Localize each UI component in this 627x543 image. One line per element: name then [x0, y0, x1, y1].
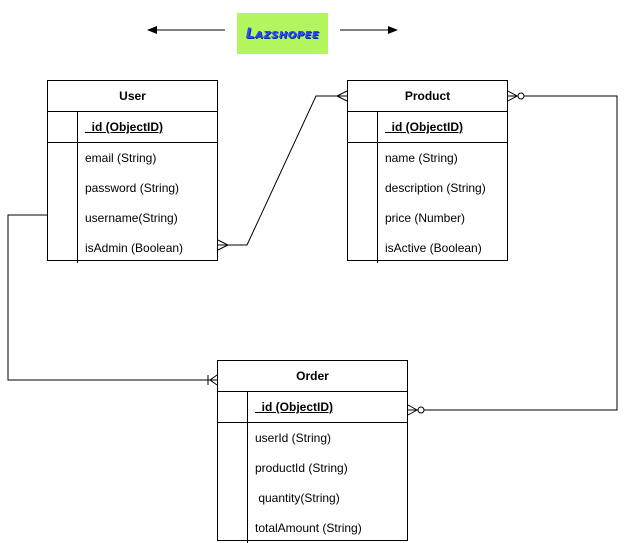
logo-text: Lazshopee — [245, 25, 320, 42]
field-price: price (Number) — [385, 211, 466, 225]
field-totalamount: totalAmount (String) — [255, 521, 362, 535]
user-product-relation — [217, 90, 348, 251]
field-isadmin: isAdmin (Boolean) — [85, 241, 184, 255]
entity-title: Product — [348, 81, 507, 112]
field-isactive: isActive (Boolean) — [385, 241, 482, 255]
field-name: name (String) — [385, 151, 458, 165]
primary-key-label: _id (ObjectID) — [255, 400, 334, 414]
field-productid: productId (String) — [255, 461, 348, 475]
field-email: email (String) — [85, 151, 157, 165]
primary-key-label: _id (ObjectID) — [85, 120, 164, 134]
primary-key-row: _id (ObjectID) — [48, 112, 217, 143]
field-userid: userId (String) — [255, 431, 332, 445]
entity-title: Order — [218, 361, 407, 392]
user-order-relation — [7, 214, 218, 386]
entity-user: User _id (ObjectID) email (String) passw… — [47, 80, 218, 263]
entity-product: Product _id (ObjectID) name (String) des… — [347, 80, 508, 263]
primary-key-label: _id (ObjectID) — [385, 120, 464, 134]
field-password: password (String) — [85, 181, 180, 195]
entity-order: Order _id (ObjectID) userId (String) pro… — [217, 360, 408, 543]
primary-key-row: _id (ObjectID) — [218, 392, 407, 423]
logo-banner: Lazshopee — [237, 13, 328, 54]
field-description: description (String) — [385, 181, 486, 195]
field-username: username(String) — [85, 211, 178, 225]
entity-title: User — [48, 81, 217, 112]
primary-key-row: _id (ObjectID) — [348, 112, 507, 143]
field-quantity: quantity(String) — [255, 491, 340, 505]
product-order-relation — [407, 90, 618, 416]
